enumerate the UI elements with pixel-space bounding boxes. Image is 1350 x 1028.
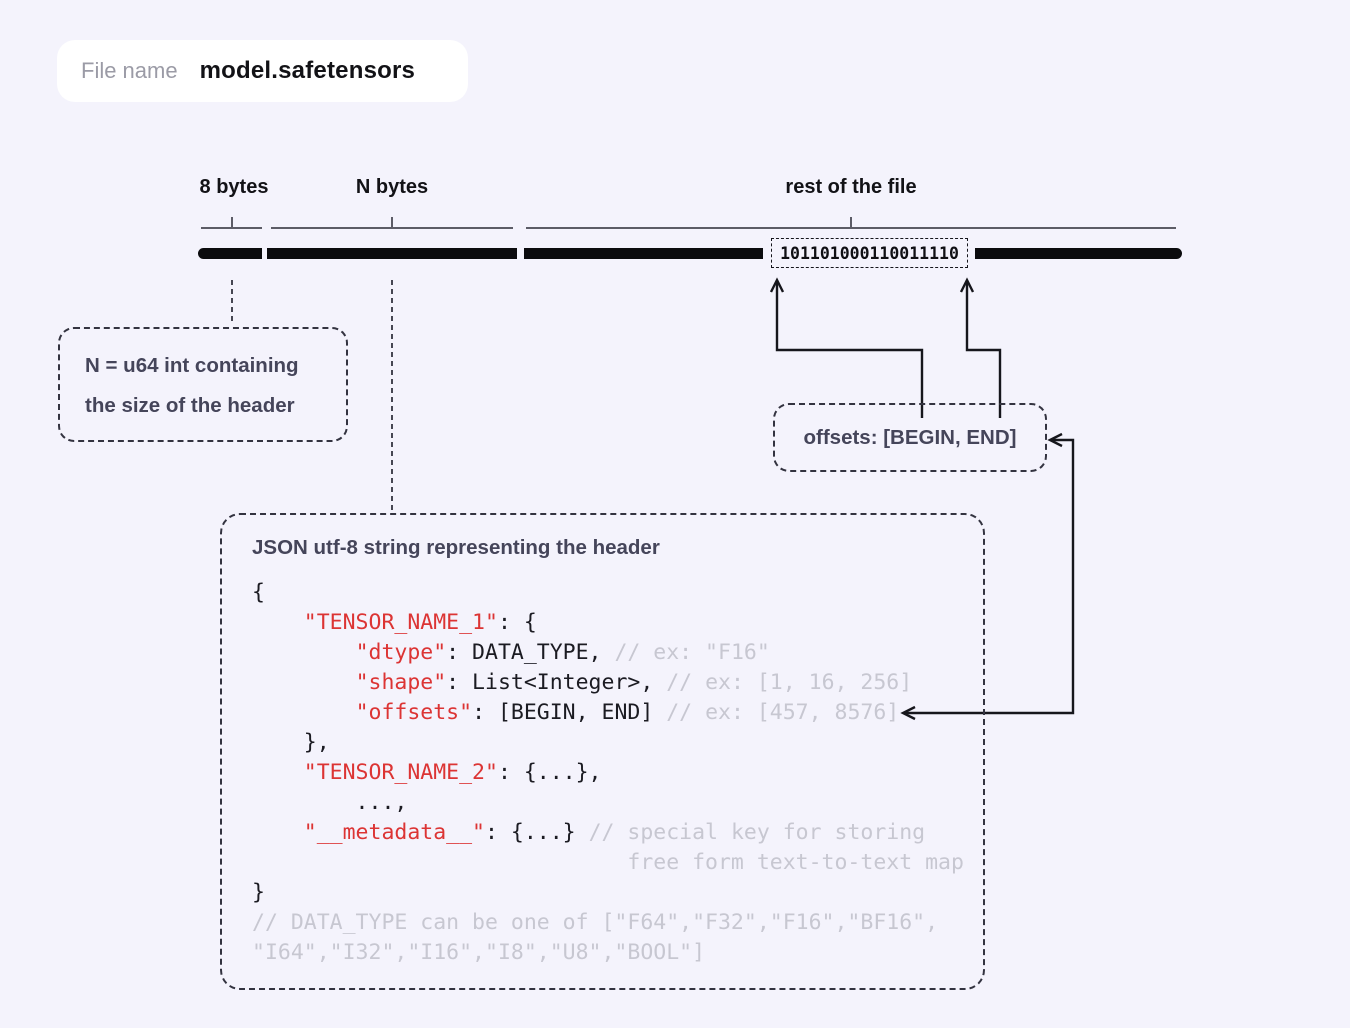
offsets-callout-label: offsets: [BEGIN, END] [803,425,1017,449]
file-name-label: File name [81,58,178,83]
arrow-offsets-box-head [1047,432,1063,448]
arrow-begin-offset-head [769,277,785,293]
offsets-callout-box: offsets: [BEGIN, END] [773,403,1047,472]
n-u64-line-2: the size of the header [85,394,295,417]
file-byte-bar [198,246,1182,261]
code-line: { [252,580,265,605]
segment-label-8-bytes: 8 bytes [199,176,269,198]
segment-label-n-bytes: N bytes [355,176,429,198]
header-size-binary-box: 101101000110011110 [771,238,968,268]
code-line: "I64","I32","I16","I8","U8","BOOL"] [252,940,706,965]
code-line: "__metadata__": {...} // special key for… [303,820,926,845]
code-line: }, [252,730,330,755]
json-header-title: JSON utf-8 string representing the heade… [252,536,660,559]
code-line: free form text-to-text map [252,850,964,875]
bracket-n-bytes [271,217,513,229]
code-line: ..., [252,790,408,815]
code-line: } [252,880,265,905]
json-header-box: JSON utf-8 string representing the heade… [220,513,985,990]
code-line: "TENSOR_NAME_1": { [303,610,537,635]
binary-value: 101101000110011110 [780,243,959,263]
arrow-end-offset [965,281,1002,418]
code-line: "dtype": DATA_TYPE, // ex: "F16" [355,640,770,665]
segment-label-rest-of-file: rest of the file [785,176,917,198]
bar-gap-1 [262,246,267,261]
arrow-end-offset-head [959,277,975,293]
bracket-rest-of-file [526,217,1176,229]
code-line: "shape": List<Integer>, // ex: [1, 16, 2… [355,670,913,695]
code-line: "offsets": [BEGIN, END] // ex: [457, 857… [355,700,900,725]
bar-gap-2 [517,246,524,261]
bracket-8-bytes [201,217,262,229]
n-u64-line-1: N = u64 int containing [85,354,299,377]
code-line: // DATA_TYPE can be one of ["F64","F32",… [252,910,939,935]
arrow-begin-offset [775,281,924,418]
file-name-value: model.safetensors [199,57,416,84]
file-name-pill: File name model.safetensors [57,40,468,102]
n-u64-callout-box: N = u64 int containing the size of the h… [58,327,348,442]
json-code: { "TENSOR_NAME_1": { "dtype": DATA_TYPE,… [252,578,964,968]
code-line: "TENSOR_NAME_2": {...}, [303,760,602,785]
